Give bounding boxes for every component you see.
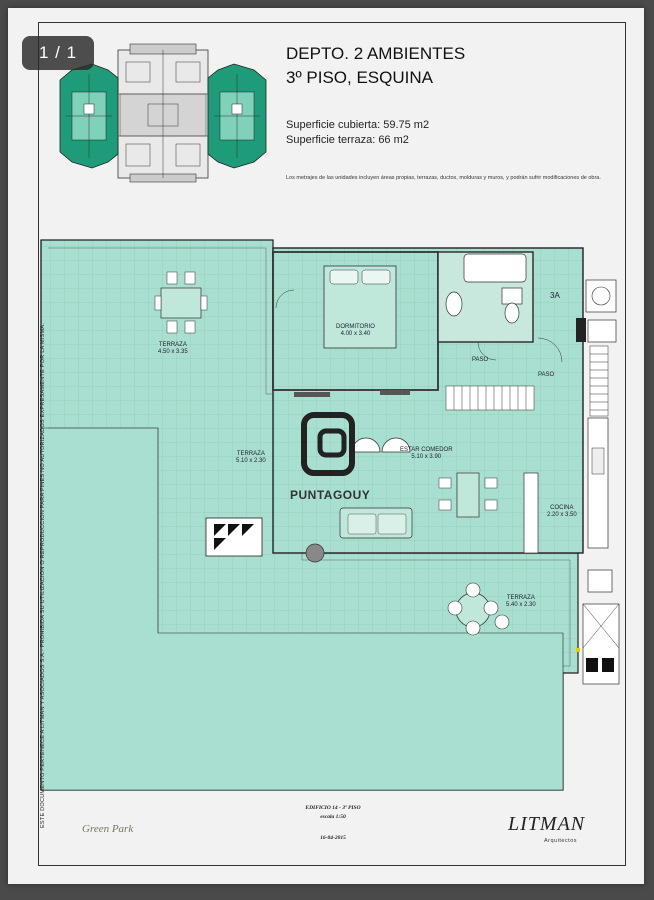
room-label-paso-1: PASO — [472, 357, 489, 363]
litman-logo: LITMAN — [508, 813, 586, 835]
page-title: DEPTO. 2 AMBIENTES 3º PISO, ESQUINA — [286, 42, 465, 90]
area-covered: Superficie cubierta: 59.75 m2 — [286, 119, 430, 131]
key-plan-drawing — [59, 43, 267, 183]
room-dims: 5.10 x 2.30 — [236, 458, 266, 464]
footer-building: EDIFICIO 14 - 3º PISO — [305, 805, 361, 811]
room-name: TERRAZA — [158, 342, 187, 348]
room-dims: 2.20 x 3.50 — [547, 512, 577, 518]
room-dims: 5.40 x 2.30 — [506, 602, 536, 608]
footer-building-info: EDIFICIO 14 - 3º PISO escala 1:50 — [258, 804, 408, 822]
disclaimer-note: Los metrajes de las unidades incluyen ár… — [286, 175, 601, 181]
watermark-text: PUNTAGOUY — [290, 488, 371, 502]
floor-plan — [40, 239, 620, 791]
page-frame — [38, 22, 626, 866]
room-name: COCINA — [550, 505, 574, 511]
room-name: TERRAZA — [506, 595, 535, 601]
room-label-cocina: COCINA 2.20 x 3.50 — [547, 505, 577, 519]
unit-code: 3A — [550, 291, 560, 300]
room-label-paso-2: PASO — [538, 372, 555, 378]
room-dims: 4.50 x 3.35 — [158, 349, 188, 355]
room-label-estar-comedor: ESTAR COMEDOR 5.10 x 3.90 — [400, 447, 453, 461]
watermark-logo — [301, 412, 355, 476]
room-label-terraza-1: TERRAZA 4.50 x 3.35 — [158, 342, 188, 356]
title-line-1: DEPTO. 2 AMBIENTES — [286, 44, 466, 63]
room-name: DORMITORIO — [336, 324, 375, 330]
room-dims: 5.10 x 3.90 — [411, 454, 442, 460]
footer-date: 16-04-2015 — [320, 835, 346, 841]
green-park-logo: Green Park — [82, 823, 134, 835]
area-terrace: Superficie terraza: 66 m2 — [286, 134, 409, 146]
footer-scale: escala 1:50 — [320, 814, 346, 820]
room-dims: 4.00 x 3.40 — [340, 331, 371, 337]
room-name: ESTAR COMEDOR — [400, 447, 453, 453]
room-label-dormitorio: DORMITORIO 4.00 x 3.40 — [336, 324, 375, 338]
room-label-terraza-2: TERRAZA 5.10 x 2.30 — [236, 451, 266, 465]
page-counter: 1 / 1 — [22, 36, 94, 70]
title-line-2: 3º PISO, ESQUINA — [286, 68, 433, 87]
document-page: 1 / 1 DEPTO. 2 AMBIENTES 3º PISO, ESQUIN… — [8, 8, 644, 884]
area-summary: Superficie cubierta: 59.75 m2 Superficie… — [286, 118, 429, 148]
litman-subtitle: Arquitectos — [544, 838, 578, 844]
key-plan — [40, 43, 620, 791]
room-label-terraza-3: TERRAZA 5.40 x 2.30 — [506, 595, 536, 609]
room-name: TERRAZA — [236, 451, 265, 457]
side-copyright-note: ESTE DOCUMENTO PERTENECE A LITMAN Y ASOC… — [40, 323, 46, 828]
